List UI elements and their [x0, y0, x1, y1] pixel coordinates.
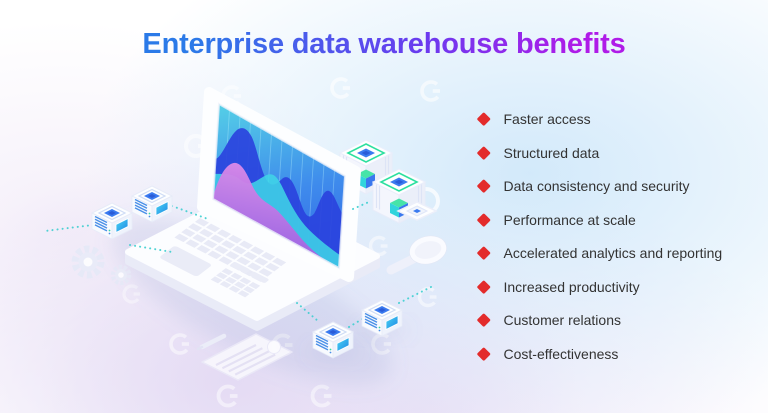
diamond-bullet-icon	[477, 313, 491, 327]
magnifier-icon	[386, 235, 447, 275]
benefit-item: Accelerated analytics and reporting	[477, 245, 723, 261]
benefit-item: Performance at scale	[477, 211, 722, 228]
benefit-label: Customer relations	[503, 312, 622, 328]
laptop-screen-chart	[213, 104, 345, 268]
benefit-label: Faster access	[503, 111, 591, 127]
diamond-bullet-icon	[477, 346, 491, 361]
benefit-item: Increased productivity	[477, 278, 722, 295]
benefit-item: Structured data	[477, 144, 722, 161]
benefit-label: Performance at scale	[503, 211, 636, 228]
chart-area-pink	[213, 163, 340, 268]
diamond-bullet-icon	[477, 112, 491, 126]
document-icon	[196, 333, 293, 381]
benefit-item: Data consistency and security	[477, 178, 722, 194]
server-node-left-back-icon	[131, 185, 173, 223]
diamond-bullet-icon	[477, 145, 491, 160]
benefit-item: Customer relations	[477, 312, 722, 328]
diamond-bullet-icon	[477, 246, 491, 260]
gear-small-icon	[110, 264, 132, 286]
diamond-bullet-icon	[477, 279, 491, 294]
benefit-label: Structured data	[503, 144, 600, 161]
benefits-list: Faster access Structured data Data consi…	[477, 111, 723, 379]
laptop-screen-bezel	[211, 102, 347, 270]
benefit-label: Cost-effectiveness	[503, 345, 619, 362]
laptop-keyboard	[160, 218, 289, 298]
benefit-label: Data consistency and security	[503, 178, 690, 194]
benefit-item: Faster access	[477, 111, 722, 127]
diamond-bullet-icon	[477, 212, 491, 227]
laptop-trackpad	[160, 246, 211, 277]
benefit-item: Cost-effectiveness	[477, 345, 722, 362]
benefit-label: Increased productivity	[503, 278, 640, 295]
gear-large-icon	[71, 245, 105, 279]
laptop-illustration	[125, 87, 380, 331]
diamond-bullet-icon	[477, 179, 491, 193]
page-title: Enterprise data warehouse benefits	[142, 28, 626, 60]
data-tile-icon	[396, 201, 438, 221]
connector-lines	[44, 200, 432, 328]
benefit-label: Accelerated analytics and reporting	[503, 245, 723, 261]
